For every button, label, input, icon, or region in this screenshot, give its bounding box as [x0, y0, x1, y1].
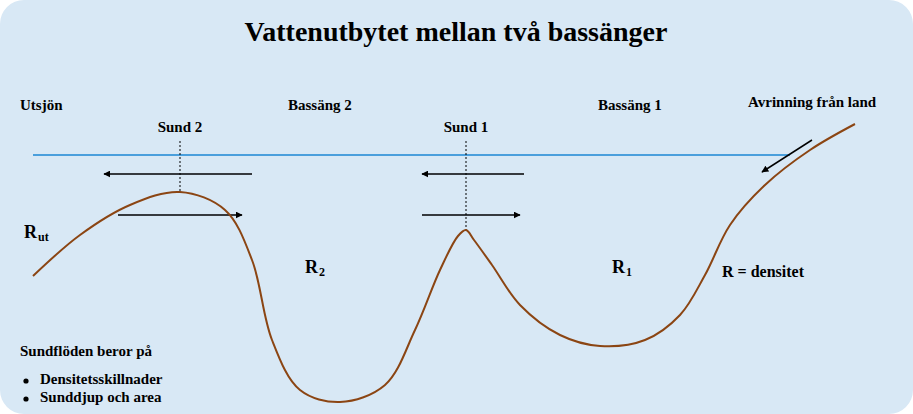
- basin-label: Bassäng 1: [598, 97, 662, 114]
- legend-note: R = densitet: [722, 263, 804, 281]
- water-surface: [33, 154, 790, 156]
- runoff-label: Avrinning från land: [748, 94, 876, 111]
- note-bullet: Sunddjup och area: [40, 389, 161, 406]
- bullet-dot: [23, 396, 28, 401]
- strait-marker: [180, 141, 181, 192]
- outflow-arrow: [104, 173, 252, 175]
- note-bullet: Densitetsskillnader: [40, 371, 163, 388]
- density-subscript: 1: [626, 266, 632, 280]
- bullet-dot: [23, 378, 28, 383]
- density-subscript: ut: [38, 231, 49, 245]
- density-subscript: 2: [319, 266, 325, 280]
- sea-label: Utsjön: [20, 97, 63, 114]
- outflow-arrow: [422, 173, 524, 175]
- strait-label: Sund 1: [444, 119, 489, 136]
- inflow-arrow: [422, 214, 520, 216]
- strait-marker: [466, 141, 467, 232]
- seabed-profile: [33, 124, 855, 402]
- strait-label: Sund 2: [158, 119, 203, 136]
- inflow-arrow: [118, 214, 242, 216]
- density-symbol: R: [24, 222, 37, 243]
- density-symbol: R: [305, 257, 318, 278]
- basin-label: Bassäng 2: [288, 97, 352, 114]
- diagram-title: Vattenutbytet mellan två bassänger: [245, 16, 668, 48]
- note-heading: Sundflöden beror på: [20, 343, 152, 360]
- density-symbol: R: [612, 257, 625, 278]
